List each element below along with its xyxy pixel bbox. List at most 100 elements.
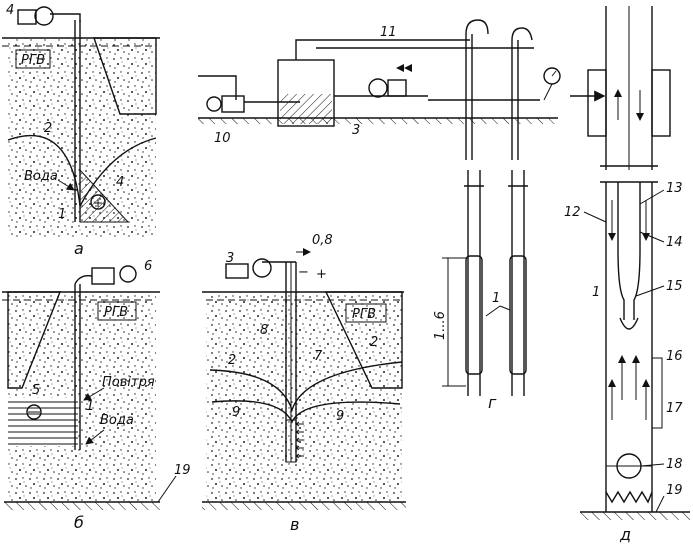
- pump-10-body: [221, 95, 245, 113]
- rgv-label-b: РГВ: [104, 305, 128, 320]
- panel-letter-b: б: [74, 513, 84, 532]
- leader-d-15: [635, 285, 665, 297]
- water-layer-b: [8, 398, 78, 446]
- ground-base-v: [202, 502, 406, 510]
- valve-3: [396, 64, 412, 72]
- water-arrow-b: [85, 429, 105, 445]
- rgv-box-v: [345, 303, 387, 323]
- motor-v: [225, 263, 249, 279]
- water-label-b: Вода: [100, 413, 134, 428]
- leader-d-12: [583, 211, 607, 223]
- pump-base-hatch: [198, 118, 558, 124]
- ground-base-d: [580, 512, 690, 520]
- panel-letter-v: в: [290, 515, 299, 534]
- leader-d-18: [640, 463, 665, 467]
- air-arrow-b: [83, 387, 105, 401]
- minus-label-v: −: [298, 265, 309, 280]
- plus-label-v: +: [316, 267, 327, 282]
- label-g-1: 1: [492, 291, 500, 306]
- depression-curve-v-9: [211, 400, 401, 424]
- motor-3: [387, 79, 407, 97]
- range-label-g: 1...6: [433, 311, 448, 340]
- label-d-12: 12: [564, 205, 581, 220]
- tip-d: [605, 490, 653, 504]
- panel-d: 12 13 14 1 15 16 17 18 19 д: [564, 6, 690, 544]
- label-v-8: 8: [260, 323, 268, 338]
- label-d-14: 14: [666, 235, 683, 250]
- label-v-3: 3: [226, 251, 234, 266]
- soil-body-b: [8, 292, 156, 502]
- dim-label-v: 0,8: [312, 233, 333, 248]
- filter-d: [651, 357, 663, 429]
- label-v-7: 7: [314, 349, 323, 364]
- label-d-17: 17: [666, 401, 683, 416]
- label-b-5: 5: [32, 383, 40, 398]
- filter-symbol-a: [90, 194, 106, 210]
- ejector-nozzle: [617, 182, 641, 320]
- panel-a: РГВ + 4 2 Вода 4 1 а: [2, 3, 160, 258]
- label-d-1: 1: [592, 285, 600, 300]
- label-d-13: 13: [666, 181, 683, 196]
- label-v-9-left: 9: [232, 405, 240, 420]
- depression-curve-v-2: [209, 361, 403, 413]
- riser-right-hook: [511, 27, 533, 41]
- label-d-18: 18: [666, 457, 683, 472]
- leader-d-13: [639, 189, 665, 205]
- label-b-6: 6: [144, 259, 152, 274]
- water-layer-lines-b: [8, 401, 78, 445]
- pump-unit: 11 3 10: [198, 19, 561, 160]
- label-v-9-right: 9: [336, 409, 344, 424]
- label-d-15: 15: [666, 279, 683, 294]
- gauge-stem: [543, 83, 553, 101]
- label-d-19: 19: [666, 483, 683, 498]
- air-label-b: Повітря: [102, 375, 155, 390]
- label-19-ground: 19: [174, 463, 191, 478]
- panel-letter-a: а: [74, 239, 84, 258]
- filter-plus-a: +: [93, 196, 103, 210]
- panel-letter-g: г: [488, 393, 497, 412]
- soil-body-v: [206, 292, 402, 502]
- pipe-a-top: [50, 13, 81, 22]
- pump-v: [252, 258, 272, 278]
- filter-symbol-b: [26, 404, 42, 420]
- riser-left-hook: [465, 19, 489, 35]
- panel-b: РГВ 6 Повітря 5 1 Вода б: [2, 259, 160, 532]
- label-3-pump: 3: [352, 123, 360, 138]
- rgv-label-v: РГВ: [352, 307, 376, 322]
- pump-a: [34, 6, 54, 26]
- depression-curve-a: [7, 135, 81, 207]
- pump-3: [368, 78, 388, 98]
- leader-d-14: [639, 231, 665, 243]
- intake-pipe: [198, 75, 237, 100]
- label-a-4: 4: [116, 175, 124, 190]
- rgv-box-b: [97, 301, 137, 321]
- filter-g1: [465, 255, 483, 375]
- label-11: 11: [380, 25, 397, 40]
- coupling-d-right: [651, 69, 671, 137]
- coupling-d-left: [587, 69, 607, 137]
- rgv-label-a: РГВ: [21, 53, 45, 68]
- leader-g2: [499, 305, 511, 311]
- label-a-3: 4: [6, 3, 14, 18]
- panel-v: РГВ 3 0,8 − + 8 7 2 2 9 9 19 в: [157, 233, 406, 534]
- panel-g: 1...6 1 г: [433, 170, 528, 412]
- label-10: 10: [214, 131, 231, 146]
- label-d-16: 16: [666, 349, 683, 364]
- label-b-1: 1: [86, 399, 94, 414]
- return-pipe-11: [295, 39, 470, 60]
- label-a-1: 1: [58, 207, 66, 222]
- pipe-b-top: [74, 274, 93, 285]
- gauge-needle: [551, 70, 557, 77]
- nozzle-tip: [619, 317, 639, 330]
- pump-b: [91, 267, 115, 285]
- motor-10: [206, 96, 222, 112]
- filter-g2: [509, 255, 527, 375]
- tank: [277, 59, 335, 127]
- label-v-2-right: 2: [370, 335, 378, 350]
- panel-letter-d: д: [619, 525, 631, 544]
- motor-b: [119, 265, 137, 283]
- motor-a: [17, 9, 37, 25]
- leader-g1: [485, 305, 501, 317]
- water-label-a: Вода: [24, 169, 58, 184]
